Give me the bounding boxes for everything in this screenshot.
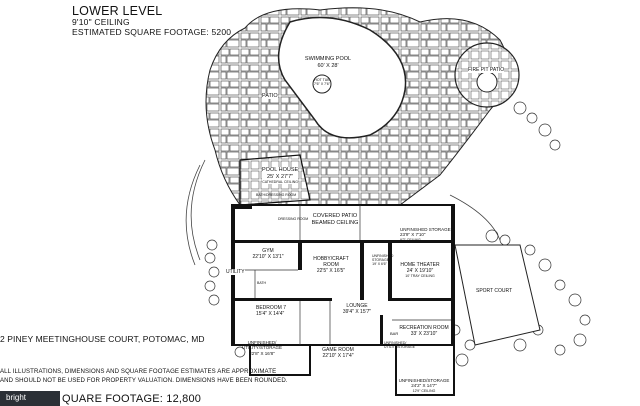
hot-tub xyxy=(312,74,332,94)
estimated-sqft: ESTIMATED SQUARE FOOTAGE: 5200 xyxy=(72,27,232,38)
disclaimer: ALL ILLUSTRATIONS, DIMENSIONS AND SQUARE… xyxy=(0,367,288,386)
pool-house xyxy=(239,154,311,206)
ceiling-height: 9'10" CEILING xyxy=(72,17,130,28)
swimming-pool xyxy=(277,16,407,139)
property-address: 2 PINEY MEETINGHOUSE COURT, POTOMAC, MD xyxy=(0,334,209,344)
disclaimer-line-1: ALL ILLUSTRATIONS, DIMENSIONS AND SQUARE… xyxy=(0,368,277,375)
lower-storage-block xyxy=(395,344,455,396)
sport-court xyxy=(454,244,541,346)
level-title: LOWER LEVEL xyxy=(72,4,163,18)
lower-left-block xyxy=(249,344,311,376)
brand-badge-text: bright xyxy=(6,393,27,402)
disclaimer-line-2: AND SHOULD NOT BE USED FOR PROPERTY VALU… xyxy=(0,377,288,385)
title-block: LOWER LEVEL 9'10" CEILING ESTIMATED SQUA… xyxy=(72,4,231,38)
building-outline xyxy=(231,204,455,346)
total-sqft: QUARE FOOTAGE: 12,800 xyxy=(62,393,202,405)
brand-badge: bright xyxy=(0,391,60,406)
trees-left xyxy=(204,239,246,358)
